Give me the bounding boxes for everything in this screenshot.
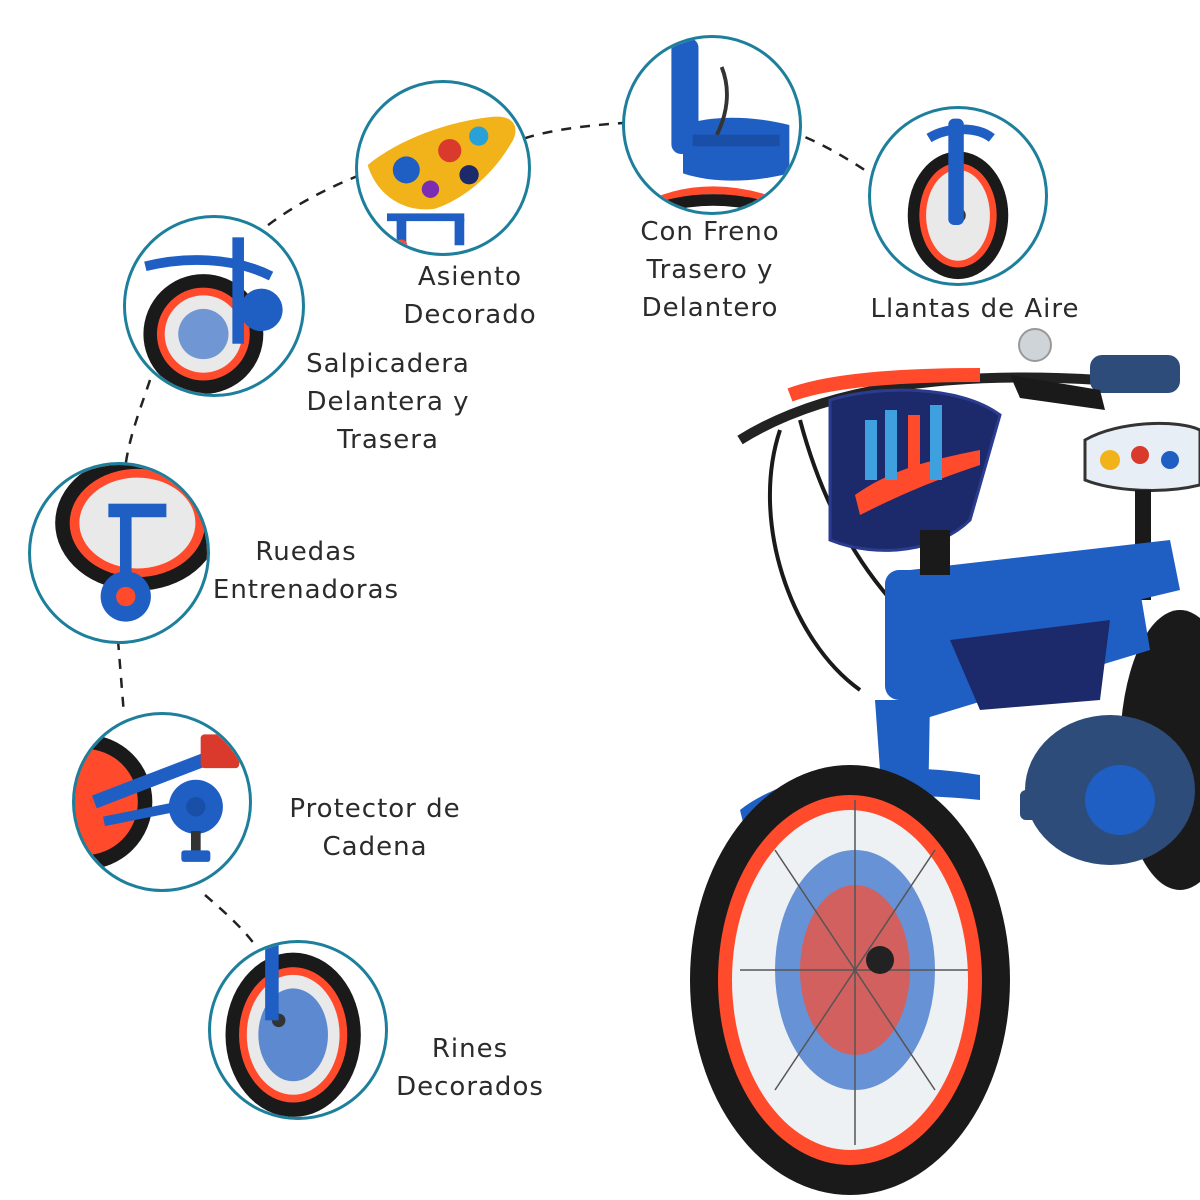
label-training-wheels: Ruedas Entrenadoras (212, 537, 400, 605)
circle-fender (123, 215, 305, 397)
label-fender: Salpicadera Delantera y Trasera (306, 349, 470, 455)
label-brake: Con Freno Trasero y Delantero (640, 217, 780, 323)
label-decorated-seat: Asiento Decorado (403, 262, 537, 330)
decorated-rims-icon (225, 943, 361, 1117)
head-tube (885, 570, 940, 700)
air-tire-icon (907, 118, 1009, 280)
circle-decorated-seat (355, 80, 531, 256)
circle-chain-guard (72, 712, 252, 892)
brake-icon (631, 38, 799, 212)
chain-guard-icon (75, 734, 240, 870)
circle-decorated-rims (208, 940, 388, 1120)
label-decorated-rims: Rines Decorados (396, 1034, 544, 1102)
handlebar (737, 372, 1101, 445)
circle-brake (622, 35, 802, 215)
training-wheels-icon (55, 465, 207, 622)
label-chain-guard: Protector de Cadena (289, 794, 461, 862)
fender-icon (143, 237, 283, 394)
pedal (1020, 790, 1080, 820)
handlebar-grip (1090, 355, 1180, 393)
decorated-seat-icon (367, 116, 516, 252)
circle-air-tire (868, 106, 1048, 286)
front-hub (866, 946, 894, 974)
bell-icon (1018, 328, 1052, 362)
label-air-tire: Llantas de Aire (870, 294, 1080, 324)
bicycle-illustration (690, 328, 1200, 1195)
brake-lever (1010, 375, 1105, 410)
circle-training-wheels (28, 462, 210, 644)
